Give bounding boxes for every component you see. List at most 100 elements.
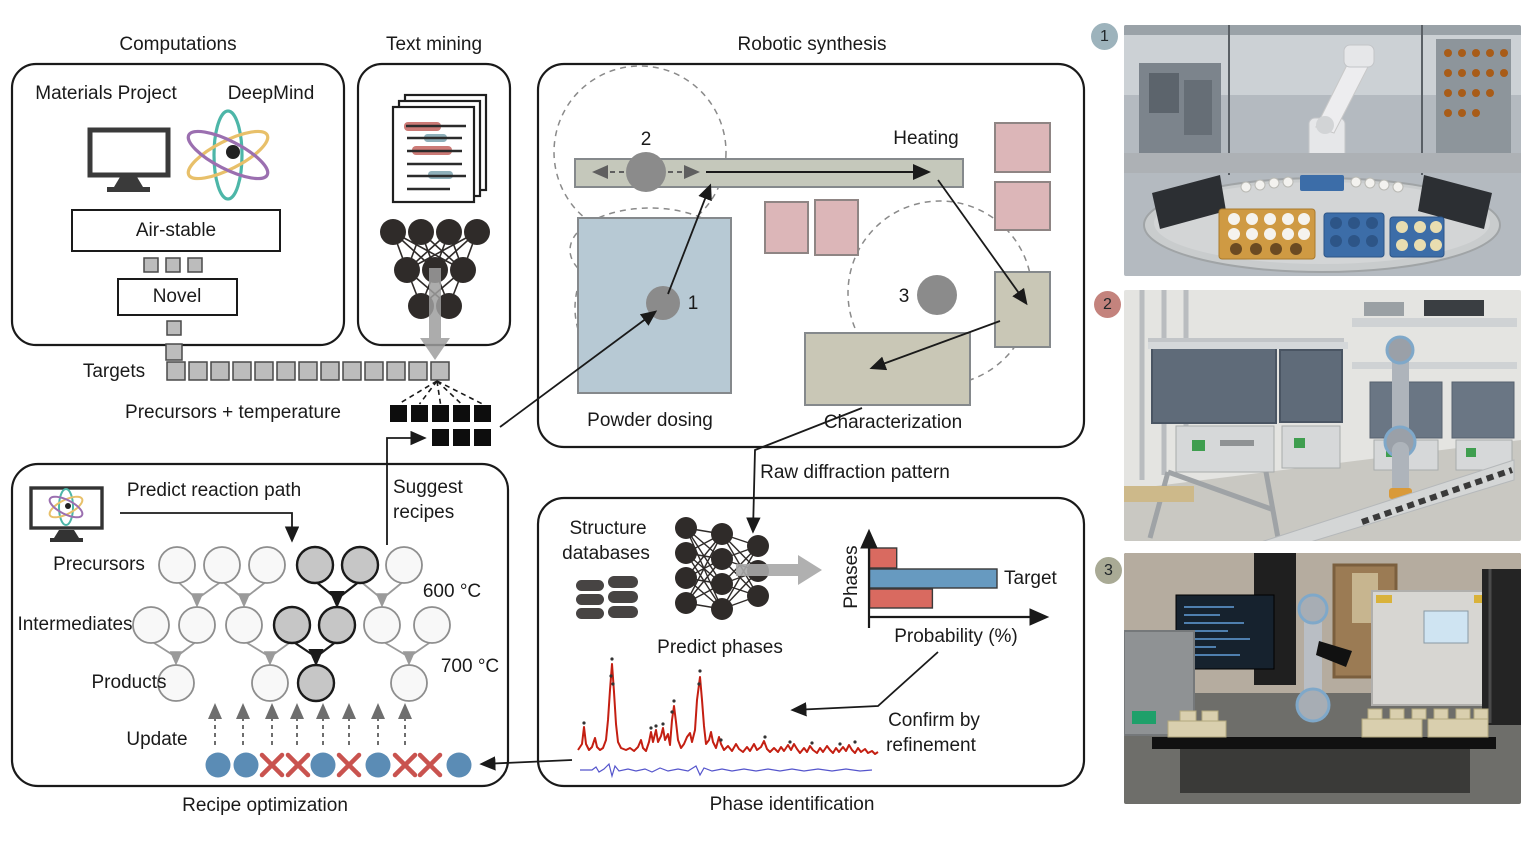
fanout-line	[418, 380, 438, 405]
air-stable-label: Air-stable	[135, 220, 217, 241]
photo-3-xrd-station	[1124, 553, 1521, 804]
document-highlight-lines	[404, 122, 466, 191]
ur-robot-arm-silhouette	[1383, 335, 1417, 499]
probability-chart	[860, 528, 1050, 628]
predict-phases-label: Predict phases	[657, 637, 783, 658]
atom-icon	[186, 109, 270, 201]
temp-600-label: 600 °C	[422, 581, 482, 602]
recipe-square	[411, 405, 428, 422]
photo-1-badge: 1	[1091, 23, 1118, 50]
ur-robot-arm-silhouette-2	[1295, 593, 1352, 723]
tree-node	[178, 606, 216, 644]
target-square	[430, 361, 450, 381]
target-square	[166, 361, 186, 381]
phases-axis-label: Phases	[841, 545, 862, 609]
heating-furnace-blocks	[764, 122, 1051, 256]
intermediates-row-label: Intermediates	[17, 614, 133, 635]
outcome-fail-x	[285, 752, 311, 778]
robotic-synthesis-title: Robotic synthesis	[737, 34, 887, 55]
target-square	[364, 361, 384, 381]
recipe-optimization-panel	[10, 462, 510, 788]
target-square	[210, 361, 230, 381]
fanout-line	[436, 380, 442, 405]
filter-boxes	[71, 209, 281, 361]
recipe-optimization-caption: Recipe optimization	[182, 795, 348, 816]
tree-edge	[196, 580, 223, 600]
tree-node-active	[317, 605, 357, 645]
mini-monitor-icon	[29, 486, 104, 542]
tree-node	[248, 546, 286, 584]
robotic-synthesis-panel	[536, 62, 1086, 449]
phase-output-arrow-icon	[736, 555, 822, 585]
recipe-square	[432, 429, 449, 446]
precursors-row-label: Precursors	[53, 554, 145, 575]
outcome-pass-dot	[233, 752, 259, 778]
targets-squares	[166, 361, 450, 381]
heating-label: Heating	[893, 128, 959, 149]
confirm-refinement-label-line2: refinement	[886, 735, 976, 756]
tree-node	[413, 606, 451, 644]
probability-bar	[868, 588, 934, 609]
outcome-fail-x	[392, 752, 418, 778]
suggest-recipes-label-line2: recipes	[393, 502, 455, 523]
tree-node	[225, 606, 263, 644]
outcome-pass-dot	[205, 752, 231, 778]
target-square	[232, 361, 252, 381]
characterization-stations	[804, 271, 1051, 406]
probability-bar	[868, 568, 998, 589]
precursors-temperature-label: Precursors + temperature	[125, 402, 341, 423]
outcome-fail-x	[259, 752, 285, 778]
products-row-label: Products	[91, 672, 167, 693]
fanout-dashed-lines	[398, 380, 483, 405]
recipe-square	[474, 405, 491, 422]
target-square	[342, 361, 362, 381]
raw-diffraction-label: Raw diffraction pattern	[760, 462, 950, 483]
photo-3-badge: 3	[1095, 557, 1122, 584]
text-mining-title: Text mining	[385, 34, 483, 55]
target-square	[298, 361, 318, 381]
structure-databases-label-line2: databases	[562, 543, 650, 564]
target-bar-label: Target	[1004, 568, 1057, 589]
database-icon	[576, 576, 638, 619]
fanout-line	[436, 380, 463, 405]
recipe-square	[453, 429, 470, 446]
tree-node-active	[340, 545, 380, 585]
materials-project-label: Materials Project	[35, 83, 177, 104]
station-3-label: 3	[898, 286, 910, 307]
recipe-grid-squares	[390, 405, 491, 446]
targets-label: Targets	[82, 361, 146, 382]
tree-node	[157, 664, 195, 702]
characterization-label: Characterization	[823, 412, 963, 433]
target-square	[408, 361, 428, 381]
photo-1-robot-dosing-station	[1124, 25, 1521, 276]
photo-2-furnace-line	[1124, 290, 1521, 541]
tree-edge	[221, 580, 245, 600]
target-square	[254, 361, 274, 381]
reaction-tree	[132, 545, 451, 703]
text-mining-network-icon	[380, 219, 490, 360]
predict-reaction-path-label: Predict reaction path	[126, 480, 302, 501]
recipe-square	[390, 405, 407, 422]
computations-title: Computations	[119, 34, 237, 55]
tree-edge	[243, 580, 268, 600]
recipe-square	[432, 405, 449, 422]
update-label: Update	[126, 729, 188, 750]
tree-node-active	[296, 663, 336, 703]
outcome-pass-dot	[446, 752, 472, 778]
robot-station-3	[917, 275, 957, 315]
phase-identification-panel	[536, 496, 1086, 788]
tree-node	[158, 546, 196, 584]
monitor-icon	[87, 127, 171, 192]
phase-prediction-network-icon	[675, 517, 822, 620]
update-arrows	[208, 703, 412, 745]
tree-node-active	[295, 545, 335, 585]
station-1-label: 1	[687, 293, 699, 314]
phase-identification-caption: Phase identification	[709, 794, 875, 815]
structure-databases-label-line1: Structure	[569, 518, 647, 539]
robot-station-2	[626, 152, 666, 192]
powder-dosing-label: Powder dosing	[587, 410, 713, 431]
deepmind-label: DeepMind	[227, 83, 315, 104]
tree-node	[363, 606, 401, 644]
tree-node-active	[272, 605, 312, 645]
